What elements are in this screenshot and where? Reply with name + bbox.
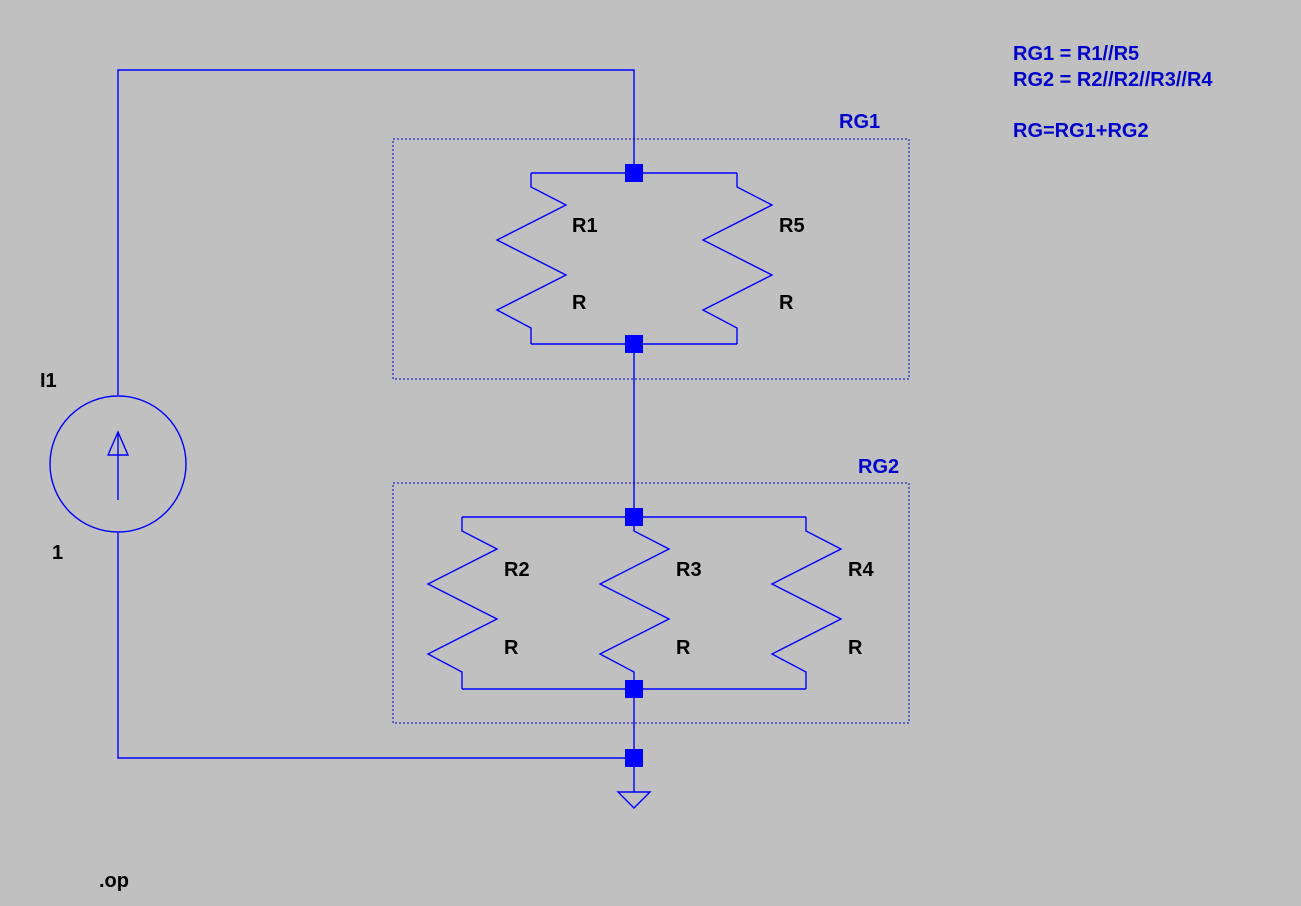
spice-directive[interactable]: .op	[99, 870, 129, 892]
rg1-group-box[interactable]	[392, 138, 910, 380]
note-line-1: RG1 = R1//R5	[1013, 43, 1139, 65]
current-source-i1-symbol[interactable]	[49, 395, 187, 533]
r5-value-label: R	[779, 292, 794, 314]
note-line-3: RG=RG1+RG2	[1013, 120, 1149, 142]
rg1-group-label: RG1	[839, 111, 880, 133]
resistor-r2-symbol[interactable]	[426, 517, 499, 689]
junction-node[interactable]	[625, 680, 643, 698]
ground-icon[interactable]	[616, 791, 652, 809]
r2-value-label: R	[504, 637, 519, 659]
rg2-group-box[interactable]	[392, 482, 910, 724]
resistor-r4-symbol[interactable]	[770, 517, 843, 689]
r1-name-label: R1	[572, 215, 598, 237]
r1-value-label: R	[572, 292, 587, 314]
wire-top[interactable]	[117, 69, 635, 395]
r5-name-label: R5	[779, 215, 805, 237]
junctions	[625, 164, 643, 767]
r3-value-label: R	[676, 637, 691, 659]
i1-value-label: 1	[52, 542, 63, 564]
resistor-r5-symbol[interactable]	[701, 173, 774, 344]
arrow-up-icon	[106, 430, 130, 500]
i1-name-label: I1	[40, 370, 57, 392]
junction-node[interactable]	[625, 164, 643, 182]
junction-node[interactable]	[625, 508, 643, 526]
junction-node[interactable]	[625, 335, 643, 353]
rg2-group-label: RG2	[858, 456, 899, 478]
r4-value-label: R	[848, 637, 863, 659]
resistor-r3-symbol[interactable]	[598, 517, 671, 689]
resistor-r1-symbol[interactable]	[495, 173, 568, 344]
note-line-2: RG2 = R2//R2//R3//R4	[1013, 69, 1213, 91]
r2-name-label: R2	[504, 559, 530, 581]
wire-return[interactable]	[117, 533, 634, 759]
r4-name-label: R4	[848, 559, 874, 581]
junction-node[interactable]	[625, 749, 643, 767]
r3-name-label: R3	[676, 559, 702, 581]
